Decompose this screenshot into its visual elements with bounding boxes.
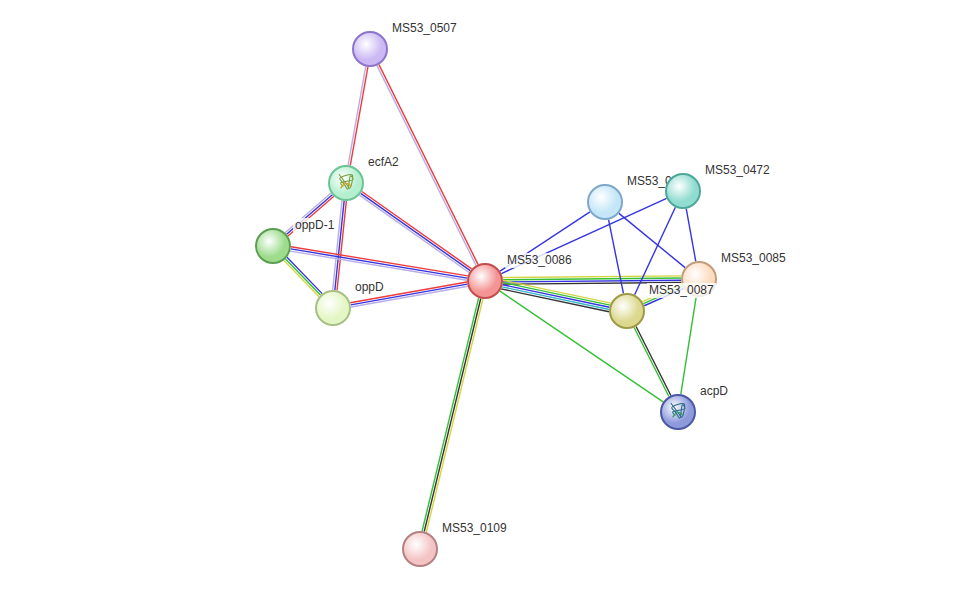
evidence-line bbox=[619, 213, 685, 267]
node-label: ecfA2 bbox=[366, 155, 401, 170]
interaction-edge bbox=[635, 207, 676, 294]
ribbon bbox=[671, 403, 685, 418]
evidence-line bbox=[503, 280, 611, 303]
interaction-edge bbox=[284, 257, 322, 296]
protein-node: oppD-1 bbox=[255, 228, 291, 264]
evidence-line bbox=[426, 299, 483, 532]
protein-node: oppD bbox=[315, 290, 351, 326]
evidence-line bbox=[286, 259, 321, 295]
structure-icon bbox=[662, 396, 694, 428]
interaction-edge bbox=[681, 297, 696, 394]
node-label: MS53_0085 bbox=[719, 251, 788, 266]
node-label: MS53_0472 bbox=[703, 163, 772, 178]
evidence-line bbox=[291, 249, 467, 278]
interaction-edge bbox=[634, 327, 671, 397]
node-label: acpD bbox=[698, 384, 730, 399]
evidence-line bbox=[337, 201, 346, 290]
evidence-line bbox=[333, 201, 342, 290]
protein-node: MS53_0517 bbox=[587, 184, 623, 220]
evidence-line bbox=[609, 220, 624, 294]
evidence-line bbox=[501, 198, 666, 273]
interaction-edge bbox=[686, 209, 696, 262]
evidence-line bbox=[335, 201, 344, 290]
interaction-edge bbox=[290, 247, 467, 281]
evidence-line bbox=[686, 209, 696, 262]
evidence-line bbox=[635, 207, 676, 294]
interaction-edge bbox=[609, 220, 624, 294]
evidence-line bbox=[501, 289, 609, 312]
evidence-line bbox=[422, 298, 479, 531]
evidence-line bbox=[634, 328, 669, 397]
node-label: oppD-1 bbox=[293, 218, 336, 233]
protein-node: ecfA2 bbox=[328, 165, 364, 201]
evidence-line bbox=[350, 67, 368, 166]
node-label: MS53_0109 bbox=[440, 521, 509, 536]
evidence-line bbox=[502, 287, 609, 310]
evidence-line bbox=[291, 247, 468, 276]
interaction-edge bbox=[501, 198, 666, 273]
node-label: MS53_0086 bbox=[505, 253, 574, 268]
evidence-line bbox=[503, 276, 682, 278]
protein-node: MS53_0507 bbox=[352, 31, 388, 67]
interaction-edge bbox=[422, 298, 483, 532]
evidence-line bbox=[503, 278, 681, 280]
interaction-edge bbox=[500, 291, 663, 402]
evidence-line bbox=[424, 298, 481, 531]
evidence-line bbox=[284, 260, 319, 296]
interaction-edge bbox=[333, 201, 347, 291]
node-label: MS53_0087 bbox=[647, 283, 716, 298]
evidence-line bbox=[361, 193, 471, 270]
protein-node: MS53_0087 bbox=[609, 293, 645, 329]
structure-icon bbox=[330, 167, 362, 199]
interaction-edge bbox=[348, 66, 368, 165]
ribbon bbox=[339, 174, 353, 189]
interaction-edge bbox=[500, 212, 590, 271]
protein-node: MS53_0086 bbox=[467, 263, 503, 299]
protein-node: MS53_0472 bbox=[665, 173, 701, 209]
evidence-line bbox=[362, 191, 472, 268]
evidence-line bbox=[348, 66, 366, 165]
interaction-edge bbox=[501, 280, 611, 311]
evidence-line bbox=[500, 212, 590, 271]
evidence-line bbox=[503, 280, 681, 282]
node-label: MS53_0507 bbox=[390, 21, 459, 36]
protein-node: MS53_0109 bbox=[402, 531, 438, 567]
ribbon bbox=[341, 183, 352, 188]
protein-node: acpD bbox=[660, 394, 696, 430]
evidence-line bbox=[290, 251, 467, 280]
evidence-line bbox=[636, 327, 671, 396]
evidence-line bbox=[500, 291, 663, 402]
evidence-line bbox=[681, 297, 696, 394]
node-label: oppD bbox=[353, 280, 386, 295]
evidence-line bbox=[503, 283, 610, 306]
interaction-edge bbox=[619, 213, 685, 267]
ribbon bbox=[673, 412, 684, 417]
evidence-line bbox=[287, 257, 322, 293]
